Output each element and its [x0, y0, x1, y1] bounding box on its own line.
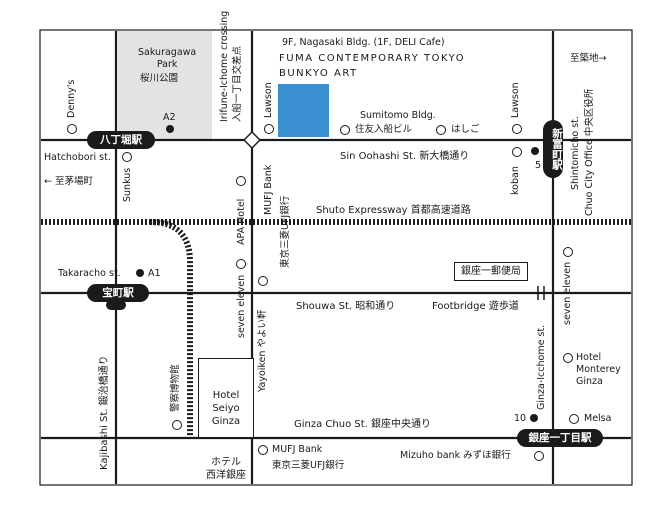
yayoiken-marker: [258, 276, 268, 286]
hotel-seiyo-jp: ホテル 西洋銀座: [206, 457, 246, 481]
dennys-marker: [67, 124, 77, 134]
mufj-vert-jp-label: 東京三菱UFJ銀行: [280, 195, 291, 268]
exit-5-marker: [531, 147, 539, 155]
hotel-seiyo-box: Hotel Seiyo Ginza ホテル 西洋銀座: [198, 358, 254, 481]
exit-a1-label: A1: [148, 268, 161, 279]
hatchobori-station[interactable]: 八丁堀駅: [87, 131, 155, 149]
gallery-address: 9F, Nagasaki Bldg. (1F, DELI Cafe): [282, 37, 445, 48]
apa-hotel-marker: [236, 176, 246, 186]
seven-eleven2-label: seven eleven: [562, 261, 573, 325]
seven-eleven1-label: seven eleven: [236, 274, 247, 338]
lawson2-label: Lawson: [510, 82, 521, 118]
shintomicho-st-label: Shintomicho st.: [570, 116, 581, 190]
shuto-expressway-label: Shuto Expressway 首都高速道路: [316, 205, 471, 216]
sunkus-label: Sunkus: [122, 167, 133, 202]
hashigo-label: はしご: [451, 124, 480, 135]
exit-10-marker: [530, 414, 538, 422]
hotel-monterey-marker: [563, 353, 573, 363]
mufj-bottom-en: MUFJ Bank: [272, 444, 323, 455]
ginza-itchome-station[interactable]: 銀座一丁目駅: [517, 429, 603, 447]
exit-5-label: 5: [535, 160, 542, 171]
park-label-jp: 桜川公園: [140, 73, 179, 84]
hatchobori-st-label: Hatchobori st.: [44, 152, 111, 163]
gallery-building: [278, 84, 329, 137]
kajibashi-label: Kajibashi St. 鍛治橋通り: [99, 355, 110, 470]
takaracho-station[interactable]: 宝町駅: [87, 284, 149, 302]
sunkus-marker: [122, 152, 132, 162]
police-museum-label: 警察博物館: [170, 364, 181, 412]
seven-eleven1-marker: [236, 259, 246, 269]
ginza-post-office: 銀座一郵便局: [454, 262, 528, 281]
map-frame: [39, 29, 633, 486]
ginza-icchome-st-label: Ginza-Icchome st.: [536, 324, 547, 410]
mufj-bottom-marker: [258, 445, 268, 455]
sumitomo-marker: [340, 125, 350, 135]
gallery-name: FUMA CONTEMPORARY TOKYO: [279, 53, 466, 64]
ginza-chuo-label: Ginza Chuo St. 銀座中央通り: [294, 419, 432, 430]
park-label-en: Sakuragawa Park: [138, 47, 197, 70]
to-kayabacho-label: ← 至茅場町: [44, 176, 93, 187]
lawson2-marker: [512, 124, 522, 134]
hotel-seiyo-en: Hotel Seiyo Ginza: [211, 390, 241, 427]
exit-10-label: 10: [514, 413, 527, 424]
mizuho-marker: [534, 451, 544, 461]
seven-eleven2-marker: [563, 247, 573, 257]
exit-a2-label: A2: [163, 112, 176, 123]
expressway-curve: [149, 219, 193, 438]
apa-hotel-label: APA Hotel: [236, 198, 247, 245]
mizuho-label: Mizuho bank みずほ銀行: [400, 450, 511, 461]
crossing-diamond: [243, 131, 261, 149]
sumitomo-en-label: Sumitomo Bldg.: [360, 110, 436, 121]
to-tsukiji-label: 至築地→: [570, 53, 607, 64]
shintomicho-station[interactable]: 新富町駅: [543, 120, 563, 178]
takaracho-platform: [106, 300, 126, 310]
exit-a1-marker: [136, 269, 144, 277]
koban-label: koban: [510, 166, 521, 195]
sumitomo-jp-label: 住友入船ビル: [355, 124, 413, 135]
lawson1-label: Lawson: [263, 82, 274, 118]
mufj-vert-en-label: MUFJ Bank: [263, 164, 274, 215]
chuo-city-office-label: Chuo City Office 中央区役所: [584, 88, 595, 216]
exit-a2-marker: [166, 125, 174, 133]
footbridge-label: Footbridge 遊歩道: [432, 301, 519, 312]
showa-label: Shouwa St. 昭和通り: [296, 301, 396, 312]
melsa-marker: [569, 414, 579, 424]
yayoiken-label: Yayoiken やよい軒: [257, 309, 268, 392]
sin-oohashi-label: Sin Oohashi St. 新大橋通り: [340, 151, 470, 162]
hotel-monterey-label: Hotel Monterey Ginza: [576, 352, 621, 387]
lawson1-marker: [264, 124, 274, 134]
gallery-subname: BUNKYO ART: [279, 68, 358, 79]
dennys-label: Denny's: [66, 79, 77, 118]
irifune-crossing-label: Irifune-Ichome crossing: [219, 10, 230, 122]
takaracho-st-label: Takaracho st.: [58, 268, 121, 279]
police-museum-marker: [172, 420, 182, 430]
hashigo-marker: [436, 125, 446, 135]
mufj-bottom-jp: 東京三菱UFJ銀行: [272, 460, 345, 471]
koban-marker: [512, 147, 522, 157]
melsa-label: Melsa: [584, 413, 612, 424]
sakuragawa-park-area: [118, 31, 212, 139]
irifune-crossing-jp: 入船一丁目交差点: [232, 45, 243, 122]
